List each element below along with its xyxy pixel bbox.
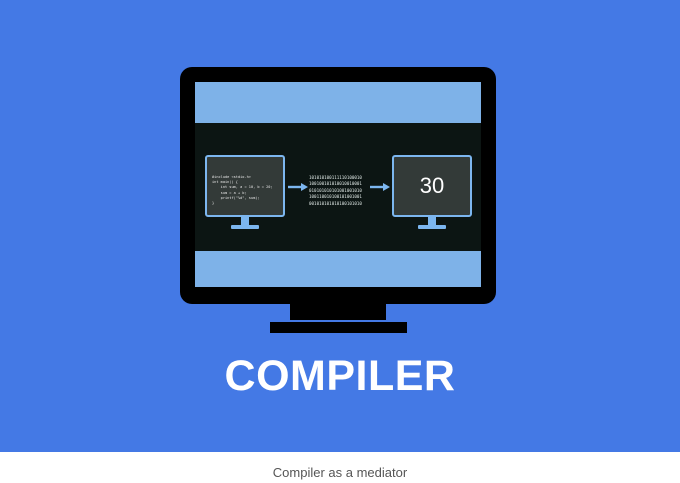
illustration-banner: #include <stdio.h> int main() { int sum,… — [0, 0, 680, 452]
illustration-title: COMPILER — [224, 352, 456, 400]
binary-line: 100100101010010010001 — [309, 181, 362, 187]
code-line: int main() { — [212, 180, 238, 185]
binary-line: 001010101010100101010 — [309, 200, 362, 206]
monitor-base — [231, 225, 259, 229]
arrow-right-icon — [370, 183, 390, 191]
binary-line: 010101010101001001010 — [309, 187, 362, 193]
monitor-stand — [270, 322, 407, 333]
code-line: sum = a + b; — [212, 190, 247, 195]
compilation-scene: #include <stdio.h> int main() { int sum,… — [195, 123, 481, 251]
monitor-neck — [241, 217, 249, 225]
figure-caption: Compiler as a mediator — [272, 465, 408, 480]
monitor-neck — [428, 217, 436, 225]
machine-code: 101010100111110100010 100100101010010010… — [309, 175, 362, 207]
source-code: #include <stdio.h> int main() { int sum,… — [212, 175, 273, 206]
source-code-screen: #include <stdio.h> int main() { int sum,… — [205, 155, 285, 217]
monitor-screen: #include <stdio.h> int main() { int sum,… — [195, 82, 481, 287]
code-line: int sum, a = 10, b = 20; — [212, 185, 273, 190]
monitor-neck — [290, 304, 386, 320]
monitor-base — [418, 225, 446, 229]
code-line: } — [212, 201, 215, 206]
output-screen: 30 — [392, 155, 472, 217]
code-line: printf("%d", sum); — [212, 195, 260, 200]
output-result: 30 — [419, 173, 445, 198]
arrow-right-icon — [288, 183, 308, 191]
binary-line: 101010100111110100010 — [309, 175, 362, 180]
code-line: #include <stdio.h> — [212, 175, 251, 179]
binary-line: 100110010100101001001 — [309, 194, 362, 200]
